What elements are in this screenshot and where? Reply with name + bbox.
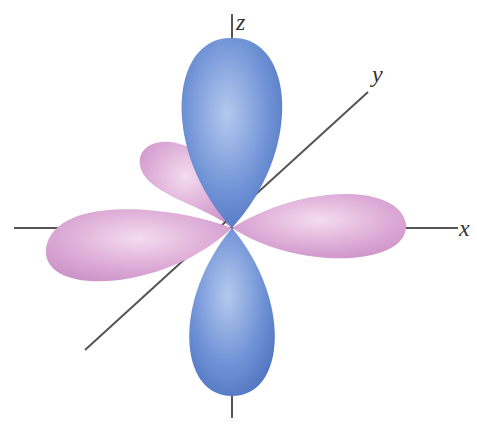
top-lobe (182, 38, 283, 228)
axis-label: x (459, 216, 470, 240)
axis-label: y (372, 62, 383, 86)
left-lobe (46, 209, 232, 281)
bottom-lobe (189, 228, 275, 396)
axis-label: z (236, 10, 245, 34)
right-lobe (232, 194, 406, 258)
